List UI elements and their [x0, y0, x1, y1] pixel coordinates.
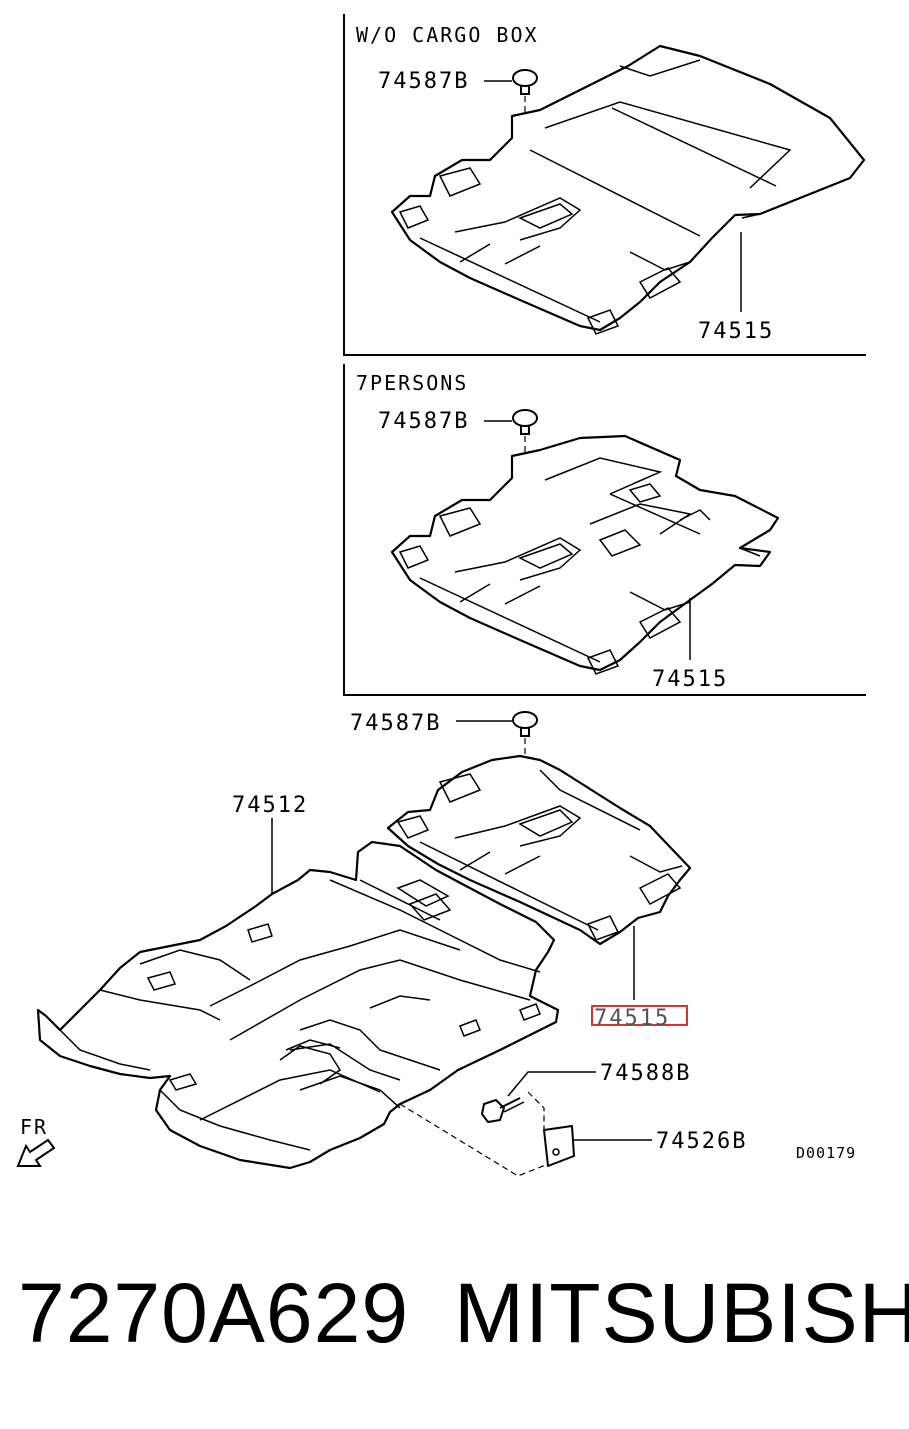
- callout-bracket[interactable]: 74526B: [656, 1129, 747, 1154]
- panel-wo-cargo-box: W/O CARGO BOX 74587B: [343, 14, 866, 356]
- callout-clip-1[interactable]: 74587B: [378, 69, 469, 94]
- panel-title-wo-cargo-box: W/O CARGO BOX: [356, 23, 539, 47]
- brand-name: MITSUBISHI: [454, 1266, 909, 1360]
- leader-bolt: [507, 1071, 596, 1097]
- part-number: 7270A629: [18, 1266, 409, 1360]
- dash-assembly-2: [527, 1091, 545, 1130]
- dash-assembly-1: [399, 1103, 549, 1177]
- diagram-code: D00179: [796, 1144, 856, 1162]
- callout-bolt[interactable]: 74588B: [600, 1061, 691, 1086]
- panel-border-1: [343, 14, 866, 356]
- callout-front-mat[interactable]: 74512: [232, 793, 308, 818]
- panel-title-seven-persons: 7PERSONS: [356, 371, 468, 395]
- callout-clip-main[interactable]: 74587B: [350, 711, 441, 736]
- rear-mat-main: [386, 754, 692, 946]
- front-mat-main: [36, 840, 560, 1170]
- rear-mat-wo-cargo-box: [390, 44, 866, 335]
- panel-border-2: [343, 364, 866, 696]
- clip-icon-1: [512, 69, 538, 95]
- main-assembly: 74587B 74515 74512: [16, 711, 856, 1177]
- clip-icon-main: [512, 711, 538, 737]
- highlight-box: [591, 1005, 688, 1026]
- callout-rear-mat-main[interactable]: 74515: [594, 1006, 670, 1031]
- callout-clip-2[interactable]: 74587B: [378, 409, 469, 434]
- direction-label: FR: [20, 1115, 48, 1139]
- bolt-icon: [481, 1097, 525, 1123]
- callout-mat-2[interactable]: 74515: [652, 667, 728, 692]
- rear-mat-seven-persons: [390, 434, 780, 675]
- front-arrow-icon: [16, 1138, 56, 1167]
- panel-seven-persons: 7PERSONS 74587B: [343, 364, 866, 696]
- clip-icon-2: [512, 409, 538, 435]
- callout-mat-1[interactable]: 74515: [698, 319, 774, 344]
- bracket-icon: [543, 1125, 575, 1167]
